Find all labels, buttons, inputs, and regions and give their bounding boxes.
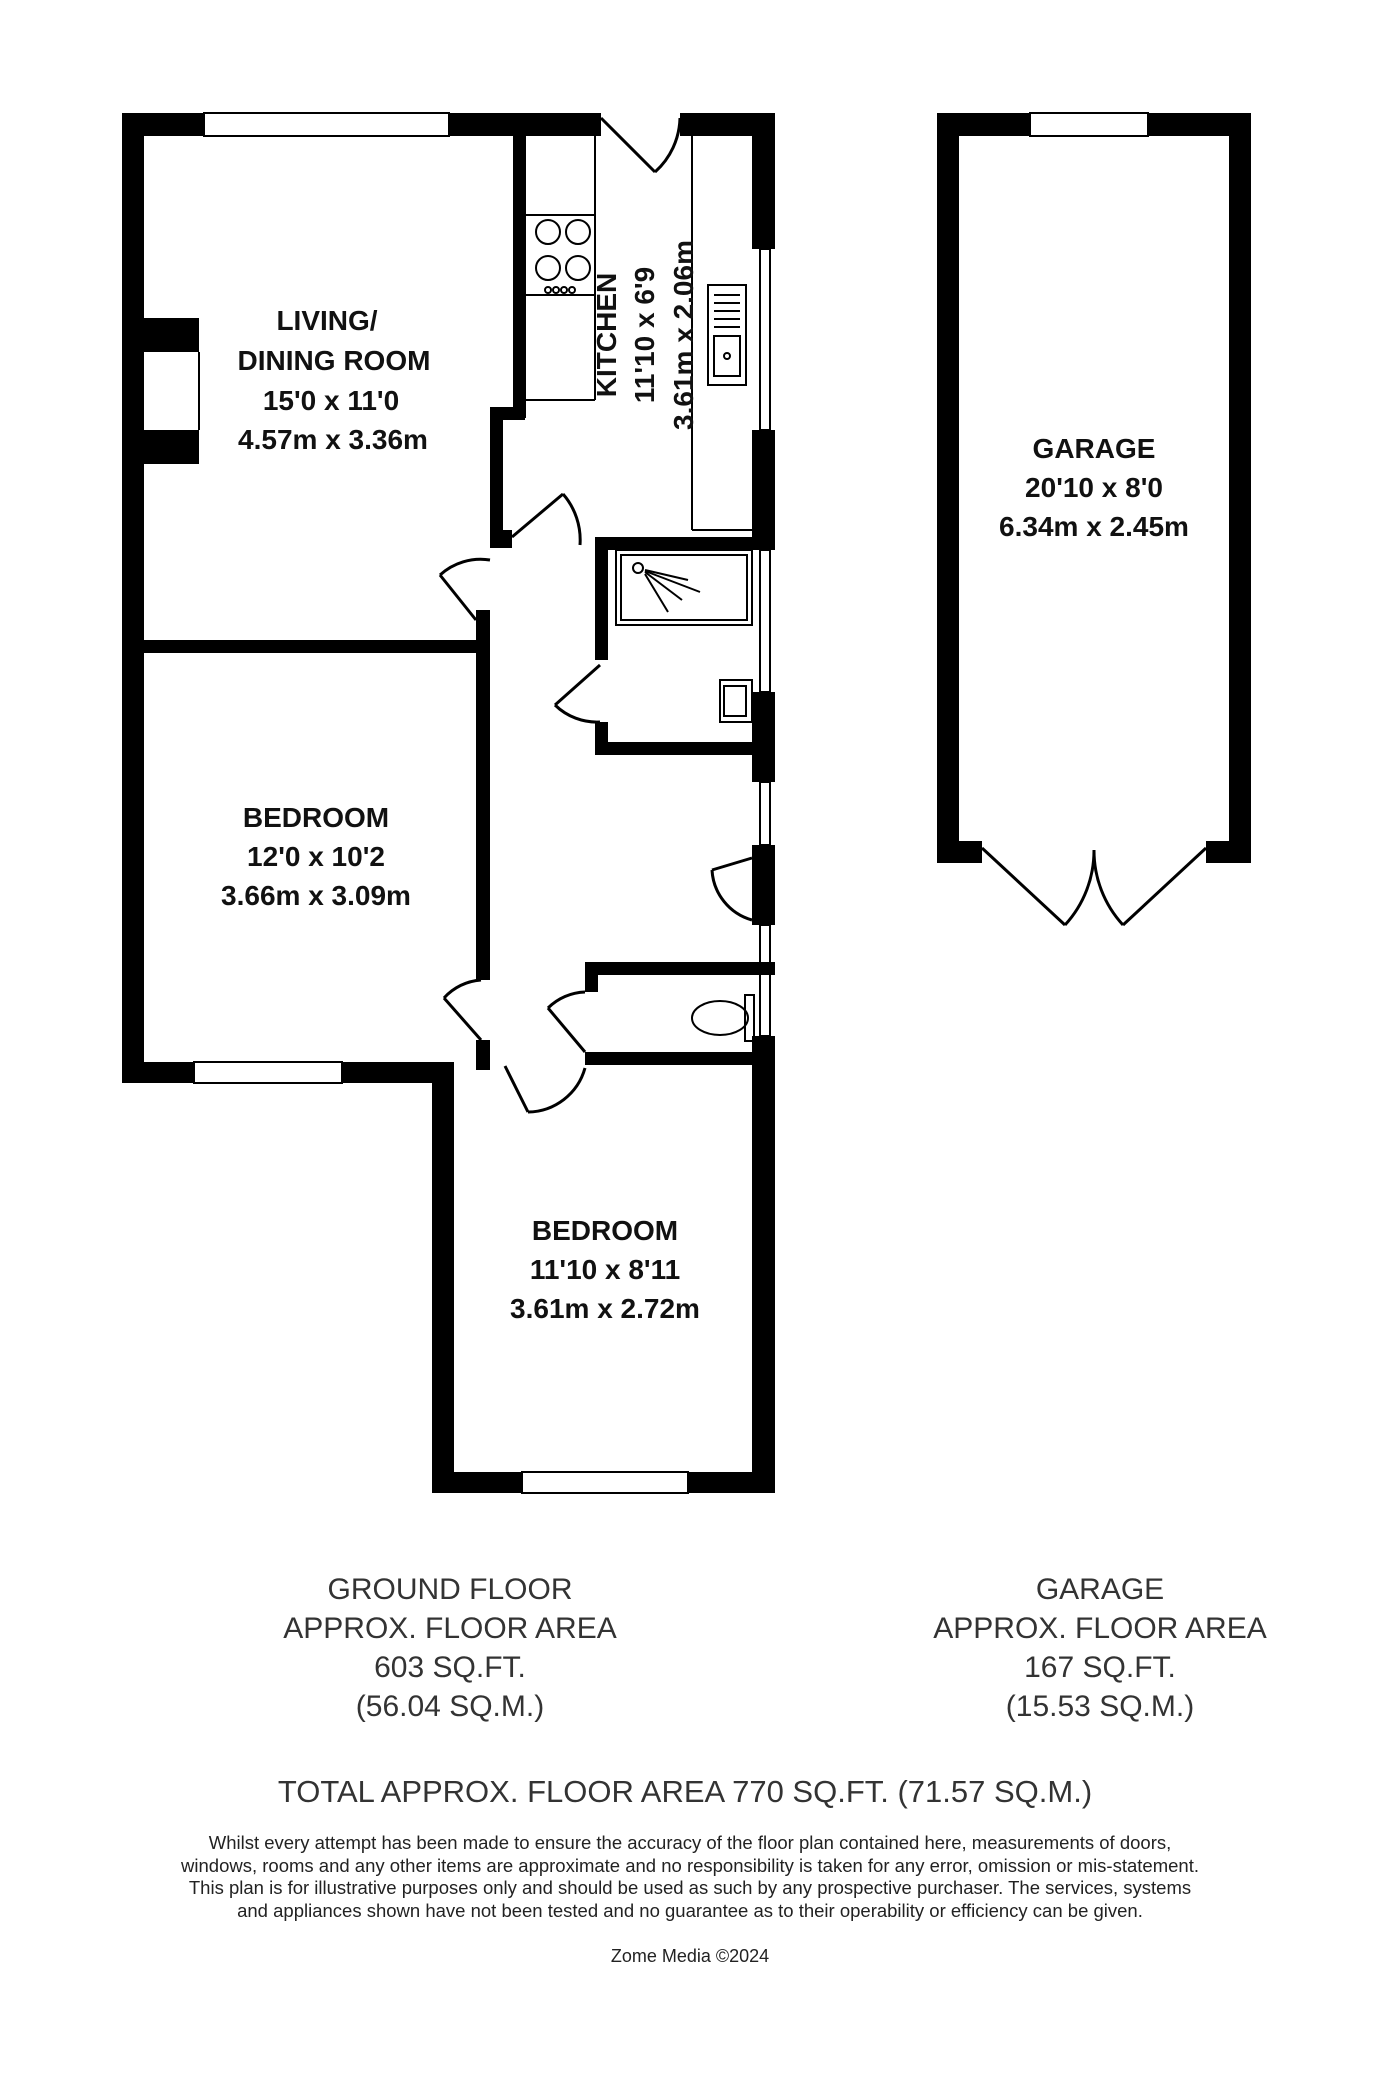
bedroom2-name: BEDROOM <box>532 1215 678 1246</box>
living-metric: 4.57m x 3.36m <box>238 424 428 455</box>
bedroom2-imperial: 11'10 x 8'11 <box>530 1254 680 1285</box>
kitchen-metric: 3.61m x 2.06m <box>668 240 699 430</box>
garage-walls <box>937 113 1251 863</box>
copyright-text: Zome Media ©2024 <box>610 1946 770 1966</box>
windows <box>193 112 1149 1494</box>
total-floor-area: TOTAL APPROX. FLOOR AREA 770 SQ.FT. (71.… <box>277 1774 1093 1809</box>
bedroom2-label: BEDROOM 11'10 x 8'11 3.61m x 2.72m <box>510 1215 700 1324</box>
bedroom1-name: BEDROOM <box>243 802 389 833</box>
bedroom1-imperial: 12'0 x 10'2 <box>247 841 385 872</box>
bathroom-fittings <box>615 549 755 1042</box>
house-walls <box>122 113 775 1493</box>
living-name-2: DINING ROOM <box>238 345 431 376</box>
doors <box>438 116 753 1114</box>
garage-floor-label: APPROX. FLOOR AREA <box>933 1612 1267 1645</box>
bedroom2-metric: 3.61m x 2.72m <box>510 1293 700 1324</box>
ground-floor-sqft: 603 SQ.FT. <box>374 1651 526 1684</box>
living-imperial: 15'0 x 11'0 <box>263 385 399 416</box>
garage-floor-sqm: (15.53 SQ.M.) <box>1005 1690 1195 1723</box>
bedroom1-label: BEDROOM 12'0 x 10'2 3.66m x 3.09m <box>221 802 411 911</box>
garage-floor-area: GARAGE APPROX. FLOOR AREA 167 SQ.FT. (15… <box>890 1570 1310 1726</box>
kitchen-name: KITCHEN <box>591 273 622 397</box>
garage-label: GARAGE 20'10 x 8'0 6.34m x 2.45m <box>999 433 1189 542</box>
ground-floor-area: GROUND FLOOR APPROX. FLOOR AREA 603 SQ.F… <box>240 1570 660 1726</box>
kitchen-label: KITCHEN 11'10 x 6'9 3.61m x 2.06m <box>591 240 699 430</box>
floor-plan: LIVING/ DINING ROOM 15'0 x 11'0 4.57m x … <box>122 112 1251 1494</box>
bedroom1-metric: 3.66m x 3.09m <box>221 880 411 911</box>
ground-floor-sqm: (56.04 SQ.M.) <box>355 1690 545 1723</box>
garage-imperial: 20'10 x 8'0 <box>1025 472 1163 503</box>
living-dining-label: LIVING/ DINING ROOM 15'0 x 11'0 4.57m x … <box>238 305 431 455</box>
kitchen-imperial: 11'10 x 6'9 <box>629 267 660 403</box>
ground-floor-label: APPROX. FLOOR AREA <box>283 1612 617 1645</box>
garage-doors <box>980 846 1208 927</box>
kitchen-fittings <box>526 136 752 531</box>
ground-floor-title: GROUND FLOOR <box>327 1573 573 1606</box>
garage-metric: 6.34m x 2.45m <box>999 511 1189 542</box>
garage-floor-title: GARAGE <box>1035 1573 1165 1606</box>
disclaimer-text: Whilst every attempt has been made to en… <box>181 1832 1199 1921</box>
garage-name: GARAGE <box>1033 433 1156 464</box>
living-name-1: LIVING/ <box>276 305 377 336</box>
garage-floor-sqft: 167 SQ.FT. <box>1024 1651 1176 1684</box>
